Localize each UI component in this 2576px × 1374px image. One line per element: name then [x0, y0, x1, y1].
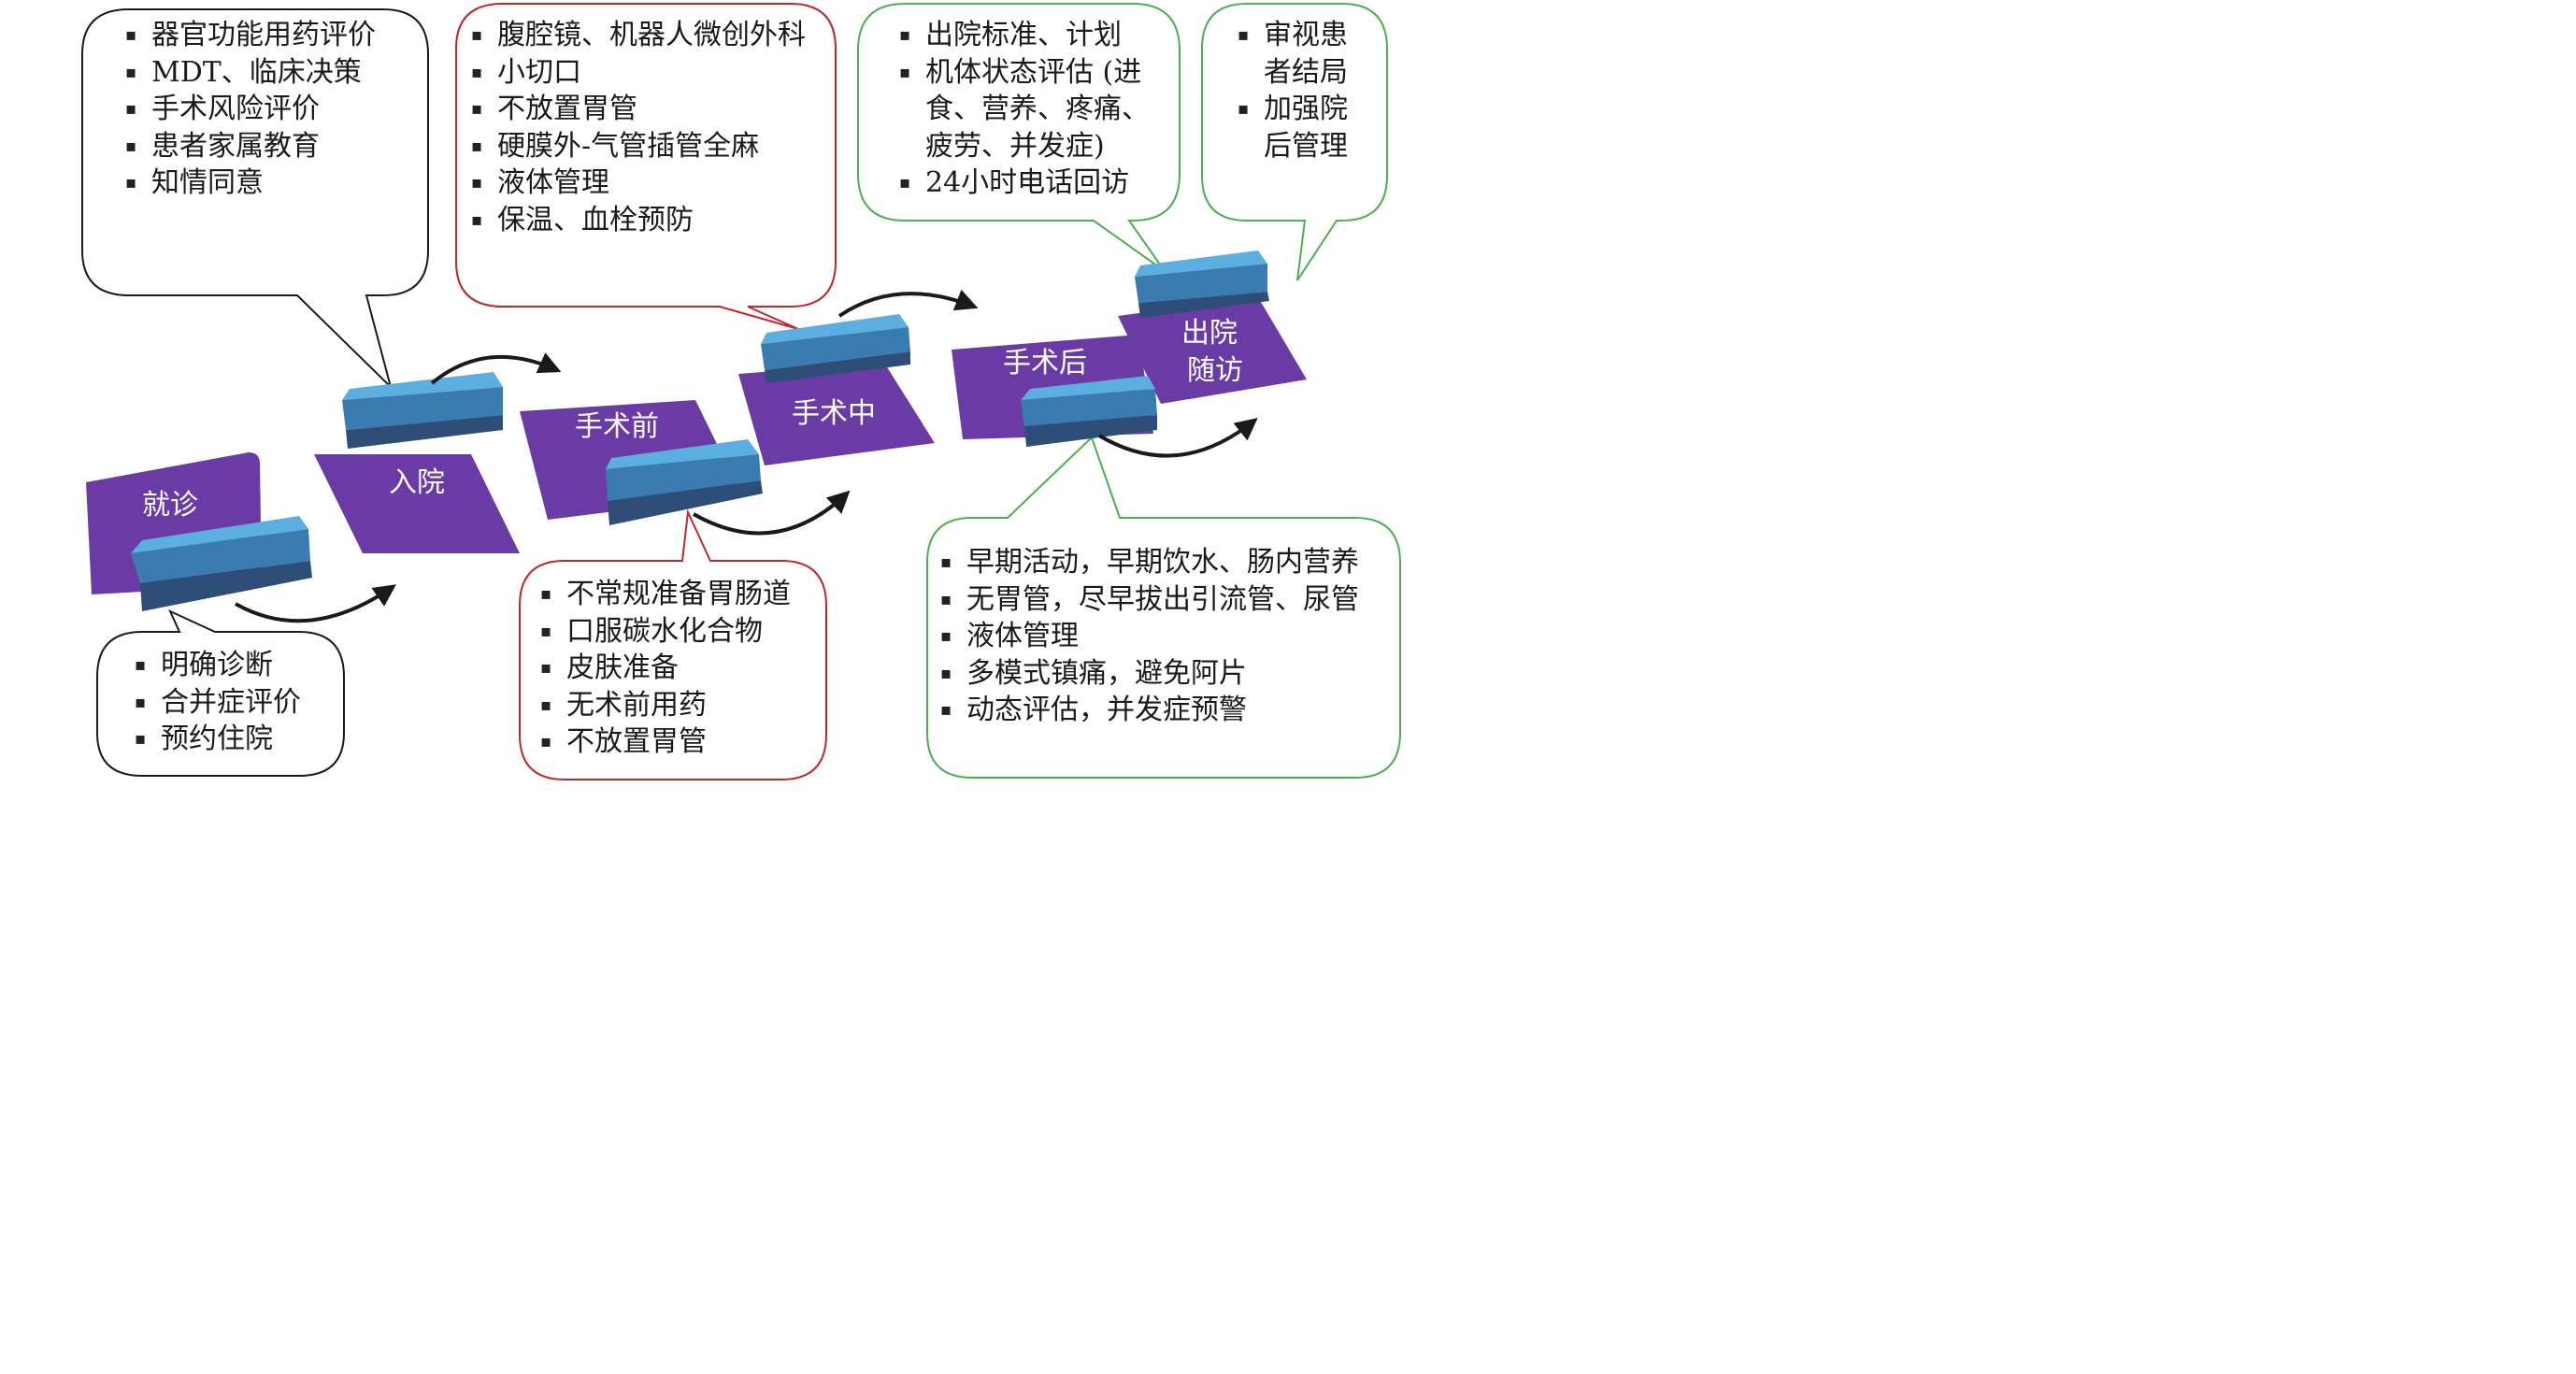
callout-intraop: 腹腔镜、机器人微创外科 小切口 不放置胃管 硬膜外-气管插管全麻 液体管理 保温…	[471, 17, 832, 238]
callout-item: 液体管理	[940, 618, 1396, 655]
callout-postop: 早期活动，早期饮水、肠内营养 无胃管，尽早拔出引流管、尿管 液体管理 多模式镇痛…	[940, 544, 1396, 729]
block-postop	[1021, 376, 1157, 447]
callout-followup: 审视患者结局 加强院后管理	[1238, 17, 1359, 165]
stage-card-intraop	[738, 363, 935, 465]
callout-item: MDT、临床决策	[125, 54, 424, 92]
callout-item: 动态评估，并发症预警	[940, 692, 1396, 729]
callout-item: 硬膜外-气管插管全麻	[471, 128, 832, 165]
callout-item: 合并症评价	[135, 684, 340, 722]
callout-item: 加强院后管理	[1238, 91, 1359, 165]
callout-item: 器官功能用药评价	[125, 17, 424, 54]
stage-label-discharge-line2: 随访	[1187, 354, 1243, 387]
flow-arrow-2	[430, 352, 562, 385]
callout-item: 早期活动，早期饮水、肠内营养	[940, 544, 1396, 581]
callout-item: 手术风险评价	[125, 91, 424, 128]
stage-card-discharge	[1118, 297, 1307, 404]
callout-item: 腹腔镜、机器人微创外科	[471, 17, 832, 54]
stage-label-postop: 手术后	[1003, 347, 1087, 379]
callout-item: 24小时电话回访	[899, 165, 1174, 202]
flow-arrow-4	[837, 289, 979, 318]
stage-card-admission	[314, 454, 520, 553]
callout-item: 预约住院	[135, 721, 340, 758]
callout-item: 知情同意	[125, 165, 424, 202]
callout-item: 患者家属教育	[125, 128, 424, 165]
callout-admission: 器官功能用药评价 MDT、临床决策 手术风险评价 患者家属教育 知情同意	[125, 17, 424, 202]
flow-arrow-3	[693, 490, 851, 536]
callout-item: 不放置胃管	[471, 91, 832, 128]
callout-preop: 不常规准备胃肠道 口服碳水化合物 皮肤准备 无术前用药 不放置胃管	[540, 576, 821, 761]
callout-item: 口服碳水化合物	[540, 613, 821, 651]
callout-item: 液体管理	[471, 165, 832, 202]
block-visit	[131, 516, 312, 611]
callout-item: 不常规准备胃肠道	[540, 576, 821, 613]
callout-discharge-plan: 出院标准、计划 机体状态评估 (进食、营养、疼痛、疲劳、并发症) 24小时电话回…	[899, 17, 1174, 202]
callout-item: 明确诊断	[135, 647, 340, 684]
callout-item: 不放置胃管	[540, 723, 821, 761]
callout-item: 多模式镇痛，避免阿片	[940, 655, 1396, 693]
flow-arrow-5	[1097, 417, 1258, 458]
flow-arrow-1	[235, 584, 396, 623]
callout-item: 小切口	[471, 54, 832, 92]
stage-label-intraop: 手术中	[792, 397, 876, 430]
stage-label-admission: 入院	[389, 466, 445, 499]
callout-item: 皮肤准备	[540, 650, 821, 687]
block-preop	[606, 439, 763, 525]
callout-item: 审视患者结局	[1238, 17, 1359, 91]
callout-item: 机体状态评估 (进食、营养、疼痛、疲劳、并发症)	[899, 54, 1174, 165]
block-admission	[342, 372, 503, 449]
stage-label-visit: 就诊	[142, 489, 198, 522]
callout-item: 保温、血栓预防	[471, 202, 832, 239]
callout-visit: 明确诊断 合并症评价 预约住院	[135, 647, 340, 758]
callout-item: 出院标准、计划	[899, 17, 1174, 54]
block-intraop	[761, 314, 910, 383]
callout-item: 无胃管，尽早拔出引流管、尿管	[940, 581, 1396, 619]
stage-label-preop: 手术前	[575, 410, 659, 443]
stage-label-discharge-line1: 出院	[1181, 317, 1238, 350]
callout-item: 无术前用药	[540, 687, 821, 724]
block-discharge	[1135, 250, 1269, 318]
